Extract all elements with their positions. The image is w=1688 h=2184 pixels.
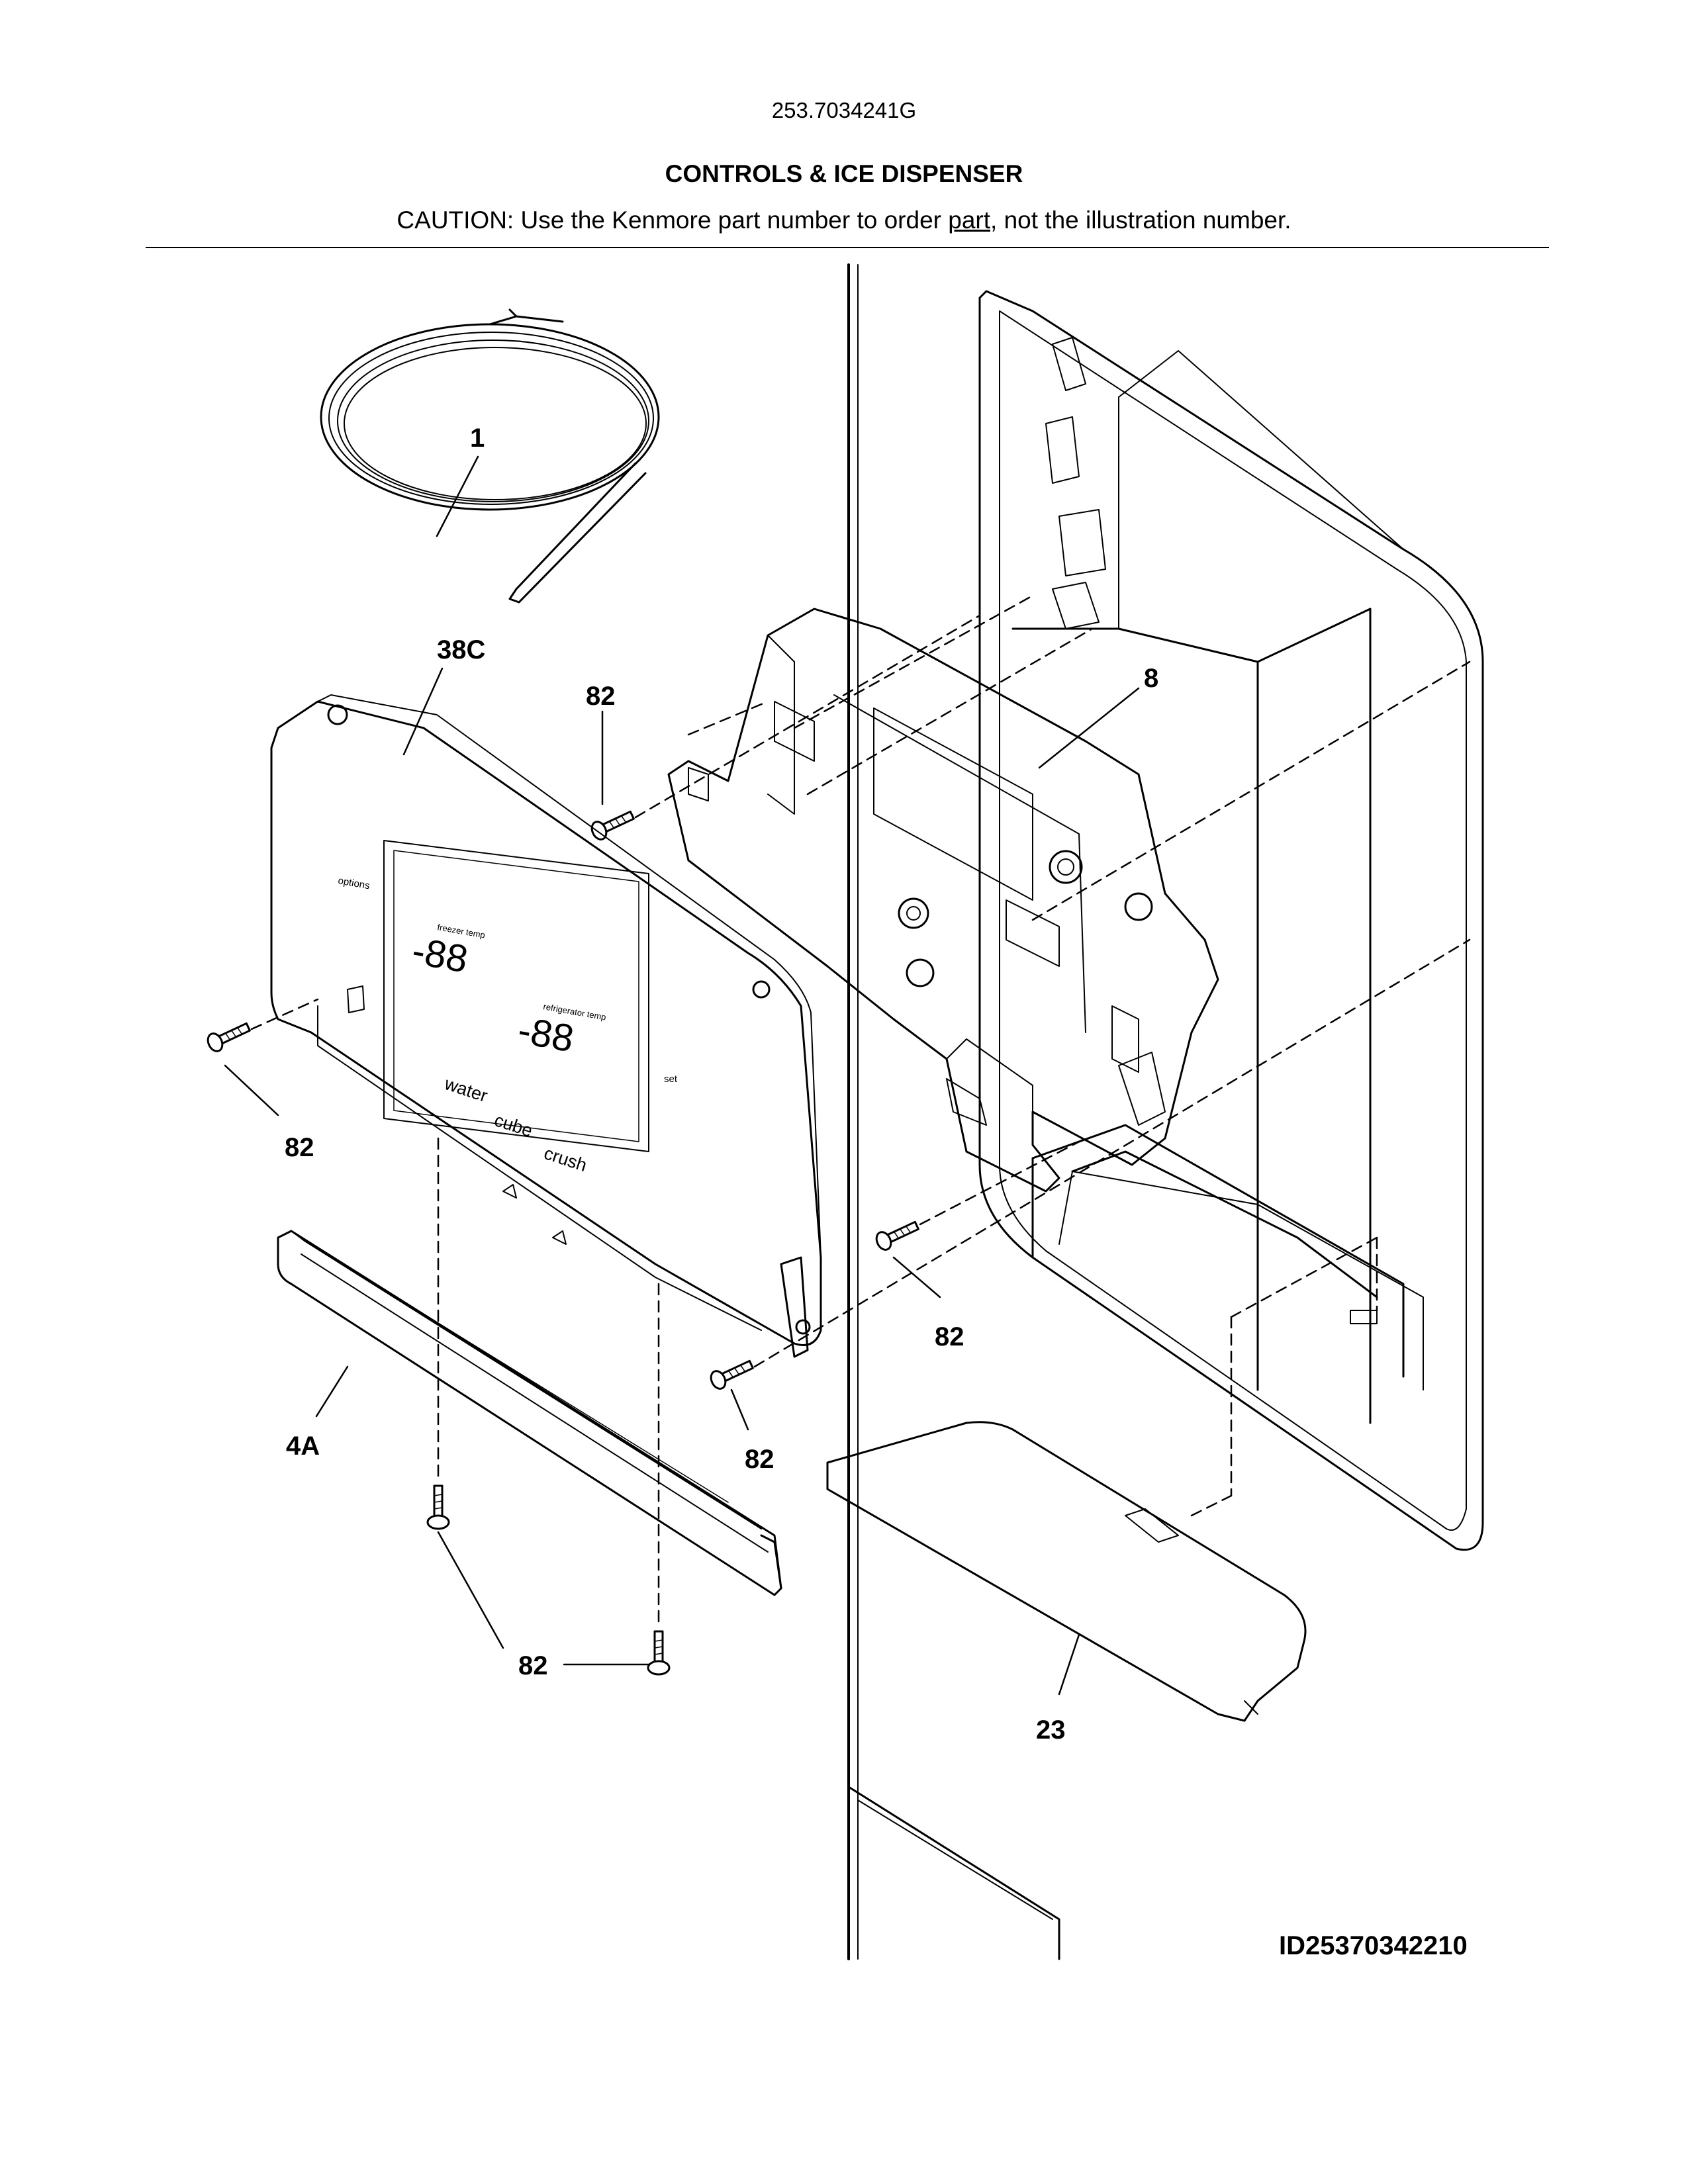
callout-control-panel: 38C (437, 635, 486, 664)
model-number: 253.7034241G (771, 98, 917, 122)
diagram-id: ID25370342210 (1279, 1931, 1468, 1960)
drip-tray-part (826, 1421, 1307, 1722)
callout-screw-mid-right: 82 (935, 1322, 964, 1351)
callout-screws-bottom: 82 (518, 1651, 548, 1680)
dispenser-housing-part (667, 608, 1219, 1193)
caution-note: CAUTION: Use the Kenmore part number to … (0, 206, 1688, 234)
trim-bar-part (277, 1230, 782, 1596)
callout-trim-bar: 4A (286, 1432, 320, 1461)
caution-part-word: part (948, 206, 991, 234)
panel-label-water: water (442, 1073, 490, 1106)
screw-bottom-right (647, 1630, 671, 1676)
water-tubing-coil (320, 308, 660, 604)
panel-label-crush: crush (541, 1143, 589, 1175)
screw-top (590, 810, 635, 841)
panel-label-options: options (337, 875, 371, 891)
callout-tubing: 1 (470, 424, 485, 453)
caution-suffix: , not the illustration number. (990, 206, 1291, 234)
callout-screw-top: 82 (586, 682, 616, 711)
panel-digits-refrigerator: -88 (515, 1009, 577, 1061)
panel-label-set: set (664, 1073, 678, 1085)
leader-lines (224, 455, 1140, 1696)
callout-screw-mid-bottom: 82 (745, 1445, 774, 1474)
panel-digits-freezer: -88 (409, 929, 471, 981)
panel-label-cube: cube (492, 1110, 535, 1141)
lower-door-outline (847, 1786, 1060, 1960)
screw-mid-right (875, 1220, 919, 1251)
alignment-lines (250, 594, 1471, 1623)
screw-bottom-left (426, 1484, 450, 1530)
header-rule (146, 247, 1549, 248)
screw-mid-bottom (710, 1359, 754, 1390)
control-panel-part (270, 694, 822, 1358)
callout-drip-tray: 23 (1036, 1715, 1066, 1745)
caution-prefix: CAUTION: Use the Kenmore part number to … (397, 206, 949, 234)
callout-dispenser-housing: 8 (1144, 664, 1159, 693)
exploded-parts-diagram: options freezer temp -88 refrigerator te… (207, 263, 1484, 1960)
callout-screw-left: 82 (285, 1133, 314, 1162)
screw-left (207, 1022, 251, 1052)
page-title: CONTROLS & ICE DISPENSER (665, 160, 1023, 187)
